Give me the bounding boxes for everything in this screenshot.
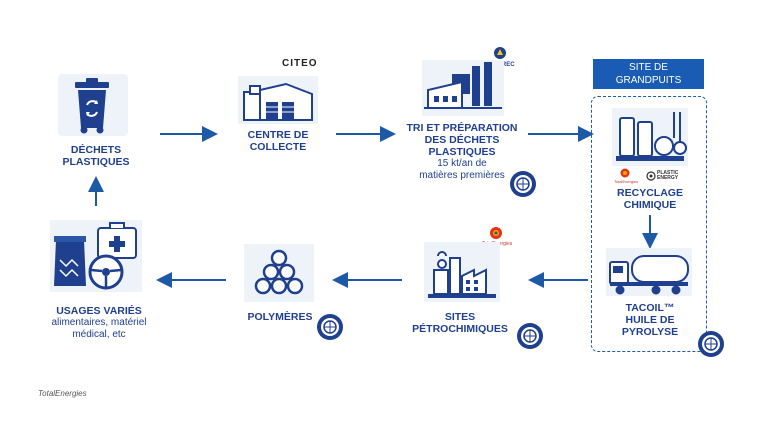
recyclage-line2: chimique (623, 199, 677, 211)
tacoil-line2: huile de (625, 314, 675, 326)
collecte-line1: Centre de (247, 129, 309, 141)
totalenergies-small-logo-text: TotalEnergies (614, 179, 639, 184)
site-grandpuits-box (591, 96, 707, 352)
collecte-line2: collecte (249, 141, 307, 153)
certification-seal-icon (317, 314, 343, 340)
usages-sub2: médical, etc (72, 329, 126, 340)
label-tacoil: Tacoil™ huile de pyrolyse (600, 302, 700, 338)
varied-uses-icon (50, 220, 142, 292)
tri-line1: Tri et préparation (406, 122, 518, 134)
tacoil-line3: pyrolyse (621, 326, 679, 338)
petrochemical-site-icon (424, 242, 500, 302)
plastic-energy-line2: ENERGY (657, 175, 679, 181)
site-grandpuits-header: Site de Grandpuits (593, 59, 704, 89)
tri-sub1: 15 kt/an de (437, 158, 487, 169)
label-tri: Tri et préparation des déchets plastique… (397, 122, 527, 182)
source-caption: TotalEnergies (38, 389, 87, 398)
label-usages: Usages variés alimentaires, matériel méd… (36, 305, 162, 341)
tanker-truck-icon (606, 248, 692, 296)
label-polymeres: Polymères (228, 311, 332, 323)
citeo-logo: CITEO (282, 58, 318, 69)
certification-seal-icon (698, 331, 724, 357)
site-line2: Grandpuits (615, 75, 682, 86)
tri-line3: plastiques (428, 146, 496, 158)
totalenergies-logo-icon (490, 227, 502, 239)
plastic-energy-logo-icon (646, 171, 656, 181)
paprec-logo-icon (494, 47, 506, 59)
polymer-pellets-icon (244, 244, 314, 302)
tacoil-line1: Tacoil™ (625, 302, 675, 314)
site-line1: Site de (629, 62, 668, 73)
label-dechets: Déchets plastiques (48, 144, 144, 168)
dechets-line1: Déchets (70, 144, 122, 156)
warehouse-icon (238, 76, 318, 124)
chemical-plant-icon (612, 108, 688, 166)
recyclage-line1: Recyclage (617, 187, 683, 199)
label-sites: Sites pétrochimiques (404, 311, 516, 335)
label-recyclage: Recyclage chimique (600, 187, 700, 211)
label-collecte: Centre de collecte (226, 129, 330, 153)
polymeres-line1: Polymères (247, 311, 313, 323)
sites-line1: Sites (444, 311, 476, 323)
usages-line1: Usages variés (56, 305, 142, 317)
certification-seal-icon (510, 171, 536, 197)
dechets-line2: plastiques (62, 156, 130, 168)
plastic-energy-logo-text: PLASTIC ENERGY (657, 171, 678, 181)
tri-sub2: matières premières (419, 170, 505, 181)
sorting-plant-icon (422, 60, 504, 116)
usages-sub1: alimentaires, matériel (51, 317, 147, 328)
recycling-bin-icon (58, 74, 128, 136)
plastic-energy-line1: PLASTIC (657, 170, 679, 176)
totalenergies-small-logo-icon (620, 168, 630, 178)
certification-seal-icon (517, 323, 543, 349)
sites-line2: pétrochimiques (412, 323, 508, 335)
tri-line2: des déchets (424, 134, 500, 146)
